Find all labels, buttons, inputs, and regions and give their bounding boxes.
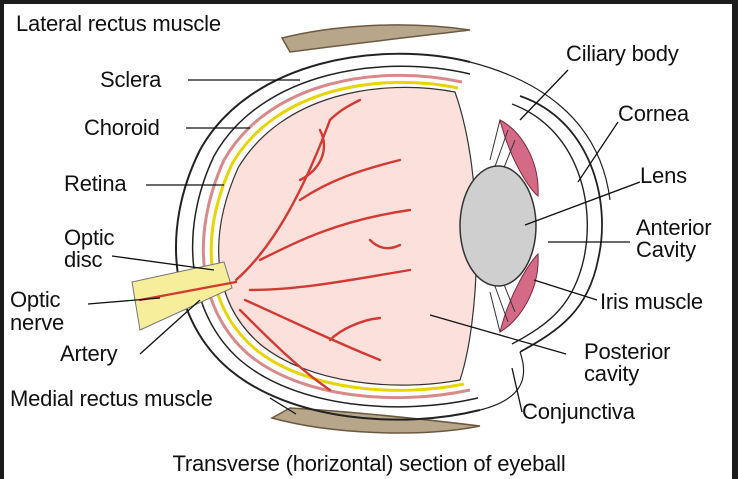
label-retina: Retina xyxy=(64,172,126,195)
label-optic-disc-line1: Optic xyxy=(64,226,114,249)
diagram-caption: Transverse (horizontal) section of eyeba… xyxy=(0,452,738,476)
label-choroid: Choroid xyxy=(84,116,160,139)
label-optic-nerve-line1: Optic xyxy=(10,288,60,311)
label-lateral-rectus-muscle: Lateral rectus muscle xyxy=(16,12,221,35)
label-anterior-cavity-line2: Cavity xyxy=(636,238,696,261)
label-conjunctiva: Conjunctiva xyxy=(522,400,635,423)
label-optic-disc-line2: disc xyxy=(64,248,102,271)
label-sclera: Sclera xyxy=(100,68,161,91)
label-medial-rectus-muscle: Medial rectus muscle xyxy=(10,387,213,410)
label-ciliary-body: Ciliary body xyxy=(566,42,679,65)
label-cornea: Cornea xyxy=(618,102,689,125)
label-posterior-cavity-line2: cavity xyxy=(584,362,639,385)
label-iris-muscle: Iris muscle xyxy=(600,290,703,313)
label-posterior-cavity-line1: Posterior xyxy=(584,340,670,363)
label-lens: Lens xyxy=(640,164,687,187)
conjunctiva-fold-lower xyxy=(480,352,524,410)
medial-rectus-muscle-shape xyxy=(272,408,480,433)
label-optic-nerve-line2: nerve xyxy=(10,311,64,334)
label-artery: Artery xyxy=(60,342,117,365)
label-anterior-cavity-line1: Anterior xyxy=(636,216,711,239)
lateral-rectus-muscle-shape xyxy=(282,25,470,52)
lens-shape xyxy=(460,166,536,286)
